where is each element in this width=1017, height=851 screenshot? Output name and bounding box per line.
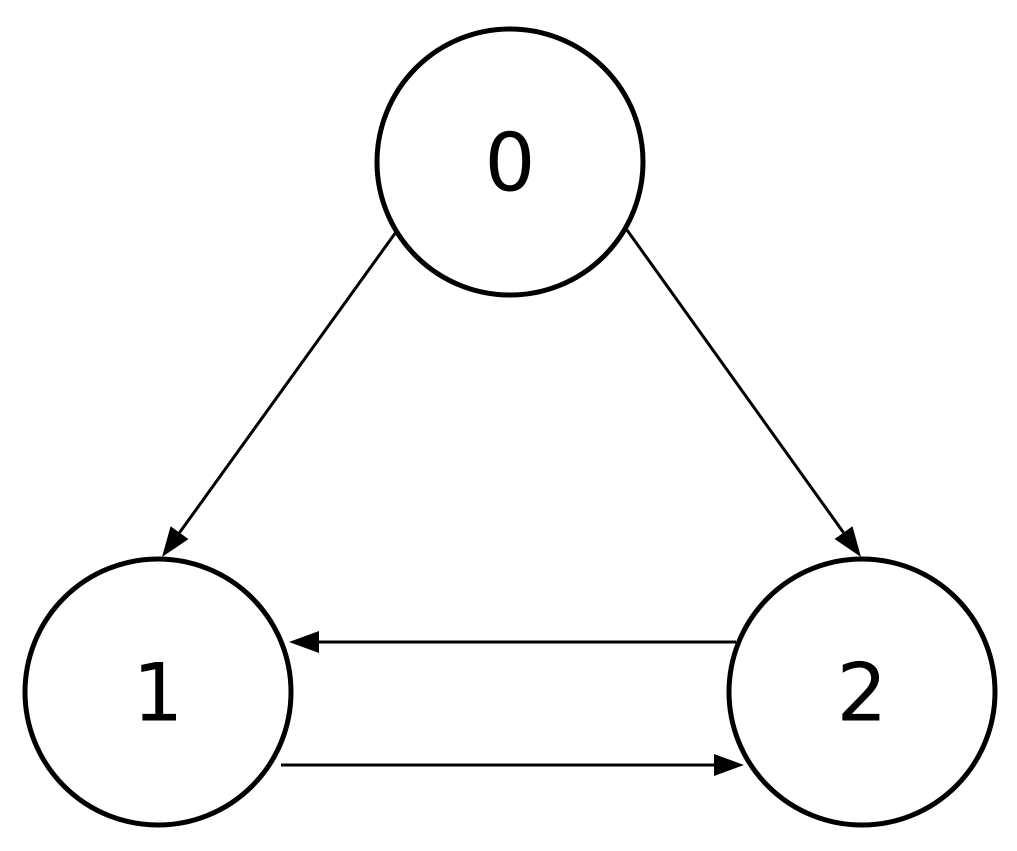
graph-edge-0-to-2[interactable] <box>625 229 861 557</box>
graph-node-2[interactable]: 2 <box>726 556 998 828</box>
edge-arrowhead <box>714 754 744 776</box>
edge-shaft <box>178 231 398 534</box>
edges-layer <box>162 229 861 776</box>
node-circle-1[interactable] <box>22 556 294 828</box>
graph-node-0[interactable]: 0 <box>374 26 646 298</box>
edge-arrowhead <box>162 526 189 557</box>
nodes-layer: 0 1 2 <box>22 26 998 828</box>
graph-node-1[interactable]: 1 <box>22 556 294 828</box>
graph-edge-2-to-1[interactable] <box>289 631 736 653</box>
node-label-2: 2 <box>837 647 888 740</box>
graph-edge-1-to-2[interactable] <box>281 754 744 776</box>
edge-arrowhead <box>834 526 861 557</box>
graph-edge-0-to-1[interactable] <box>162 231 398 557</box>
edge-shaft <box>625 229 845 534</box>
node-circle-0[interactable] <box>374 26 646 298</box>
node-label-0: 0 <box>485 117 536 210</box>
node-label-1: 1 <box>133 647 184 740</box>
node-circle-2[interactable] <box>726 556 998 828</box>
edge-arrowhead <box>289 631 319 653</box>
